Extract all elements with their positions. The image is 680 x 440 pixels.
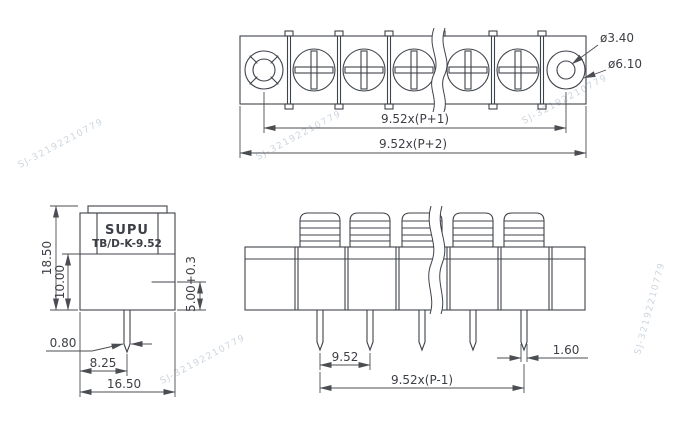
model-label: TB/D-K-9.52	[92, 238, 162, 250]
dim-pitch-p1: 9.52x(P+1)	[381, 112, 449, 126]
dim-pitch-p2: 9.52x(P+2)	[379, 137, 447, 151]
dim-hole-outer: ø6.10	[608, 57, 642, 71]
dim-lower-height: 10.00	[53, 265, 67, 299]
watermark-text: SJ-32192210779	[521, 73, 610, 127]
dim-hole-inner: ø3.40	[600, 31, 634, 45]
dim-front-span: 9.52x(P-1)	[391, 373, 453, 387]
dim-pin-thickness: 0.80	[50, 336, 77, 350]
side-view-dimensions: 18.50 10.00 5.00+0.3 0.80 8.25 16.50	[40, 205, 206, 397]
front-view-screws	[299, 212, 545, 248]
top-view-dimensions: 9.52x(P+1) 9.52x(P+2) ø3.40 ø6.10	[239, 31, 642, 158]
top-view: 9.52x(P+1) 9.52x(P+2) ø3.40 ø6.10	[239, 27, 642, 158]
top-view-left-ear	[244, 50, 284, 90]
dim-pin-offset: 8.25	[90, 356, 117, 370]
front-view-dimensions: 9.52 1.60 9.52x(P-1)	[319, 343, 588, 393]
watermark-text: SJ-32192210779	[633, 261, 667, 356]
top-view-dividers	[286, 35, 545, 105]
front-view-body	[244, 205, 586, 352]
side-view-body: SUPU TB/D-K-9.52	[79, 205, 176, 354]
side-view: SUPU TB/D-K-9.52 18.50 10.00 5.00+0.3 0.…	[40, 205, 206, 397]
dim-front-pitch: 9.52	[332, 350, 359, 364]
watermark-text: SJ-32192210779	[159, 333, 248, 387]
brand-label: SUPU	[105, 223, 149, 238]
front-view-dividers	[294, 246, 553, 311]
top-view-body	[239, 27, 587, 113]
dim-front-pin-width: 1.60	[553, 343, 580, 357]
top-view-screws	[292, 48, 540, 92]
dim-step-height: 5.00+0.3	[184, 256, 198, 312]
top-view-break-line	[431, 27, 448, 113]
watermark-text: SJ-32192210779	[17, 117, 106, 171]
side-view-pin	[123, 309, 131, 354]
dim-total-height: 18.50	[40, 241, 54, 275]
dim-depth: 16.50	[107, 377, 141, 391]
front-view-pins	[316, 309, 528, 352]
front-view: 9.52 1.60 9.52x(P-1)	[244, 205, 588, 393]
top-view-right-ear	[546, 50, 586, 90]
watermark-text: SJ-32192210779	[255, 109, 344, 163]
top-view-notches	[284, 30, 547, 110]
front-view-break-line	[428, 205, 446, 315]
